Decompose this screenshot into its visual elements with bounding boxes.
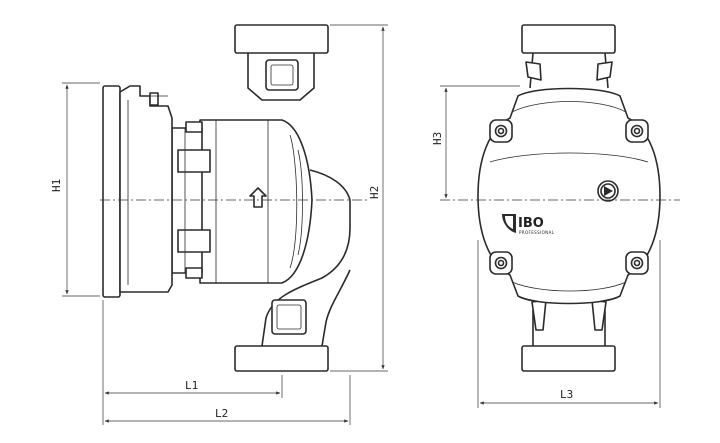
side-neck bbox=[171, 121, 211, 279]
dim-label-l1: L1 bbox=[185, 379, 198, 392]
ibo-logo: IBO PROFESSIONAL bbox=[502, 214, 555, 235]
side-dimensions bbox=[62, 24, 388, 425]
dim-label-h1: H1 bbox=[50, 179, 63, 192]
dim-label-l3: L3 bbox=[560, 388, 573, 401]
side-bottom-flange bbox=[234, 169, 351, 372]
front-dimensions bbox=[440, 85, 661, 408]
dim-label-h2: H2 bbox=[368, 186, 381, 199]
front-view: IBO PROFESSIONAL bbox=[440, 24, 680, 372]
front-top-flange bbox=[521, 24, 616, 89]
dim-label-h3: H3 bbox=[431, 132, 444, 145]
brand-tagline: PROFESSIONAL bbox=[519, 230, 555, 235]
ibo-logo-mark-icon bbox=[502, 214, 516, 233]
front-bottom-flange bbox=[521, 299, 616, 372]
front-motor-body bbox=[477, 87, 661, 305]
front-mounting-lugs bbox=[489, 119, 649, 275]
side-terminal-box bbox=[102, 85, 173, 298]
side-top-flange bbox=[234, 24, 329, 101]
dim-label-l2: L2 bbox=[215, 407, 228, 420]
side-motor-housing bbox=[199, 119, 313, 284]
brand-name: IBO bbox=[518, 216, 544, 231]
flow-direction-icon bbox=[597, 180, 619, 202]
side-view bbox=[100, 24, 370, 372]
